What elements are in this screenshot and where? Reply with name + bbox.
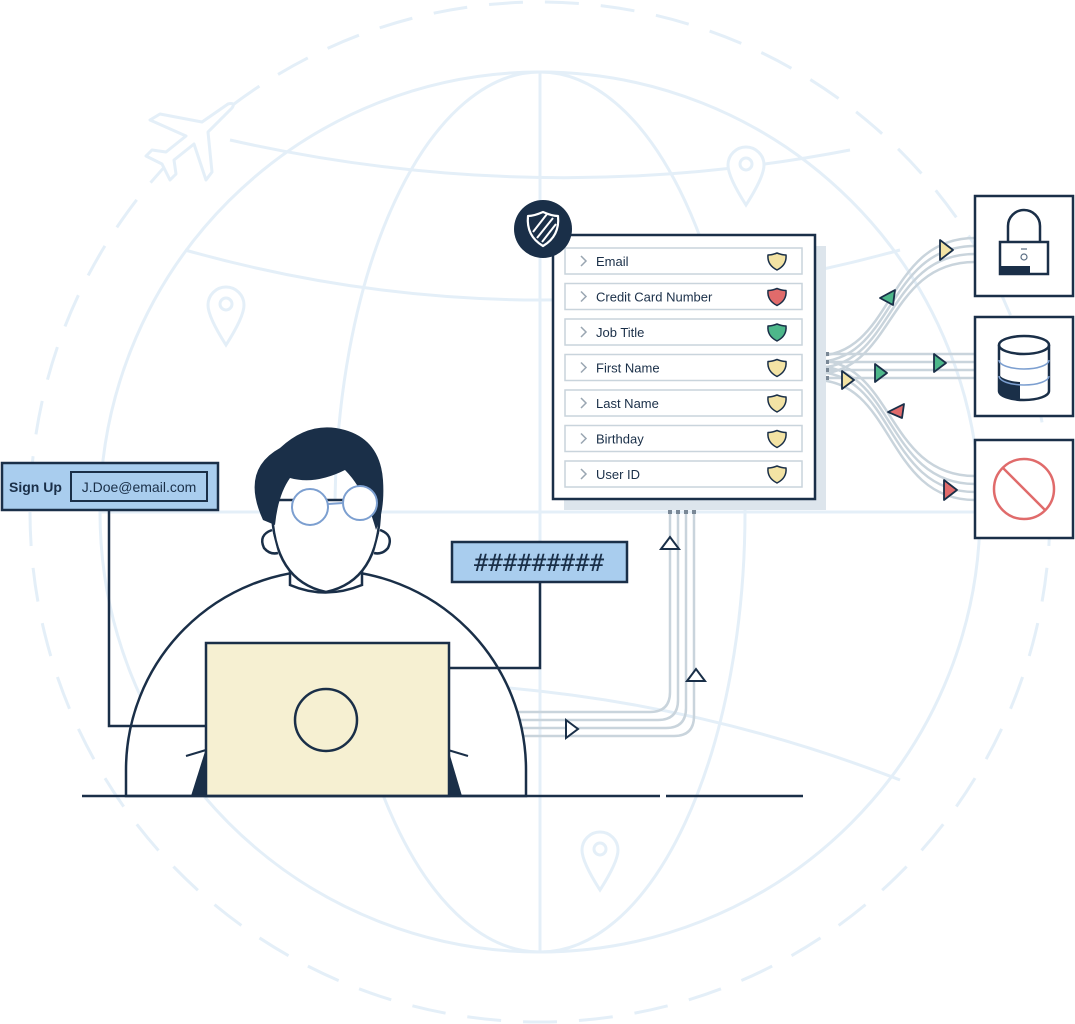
map-pin-icon (580, 830, 620, 893)
chevron-right-icon (580, 397, 588, 409)
data-pipes-laptop (450, 498, 696, 738)
person-hair (254, 427, 384, 530)
data-field-label: Email (596, 254, 629, 269)
shield-icon (526, 210, 560, 248)
data-field-label: First Name (596, 361, 660, 376)
data-field-row[interactable]: Email (564, 247, 803, 275)
sensitivity-shield-icon (767, 252, 787, 271)
input-connectors (107, 511, 542, 728)
signup-form[interactable]: Sign Up J.Doe@email.com (0, 461, 220, 512)
sensitivity-shield-icon (767, 358, 787, 378)
database-icon (997, 334, 1051, 402)
data-field-label: User ID (596, 467, 640, 482)
airplane-icon (144, 102, 235, 182)
data-field-label: Credit Card Number (596, 290, 713, 305)
data-field-row[interactable]: Birthday (564, 424, 803, 453)
destination-lock (973, 194, 1075, 298)
data-field-row[interactable]: Last Name (564, 389, 803, 417)
data-field-label: Job Title (596, 325, 644, 340)
security-shield-badge (514, 200, 572, 258)
data-pipes-destinations (814, 236, 976, 502)
sensitivity-shield-icon (767, 323, 787, 342)
data-field-row[interactable]: User ID (564, 460, 803, 488)
laptop (204, 641, 451, 798)
chevron-right-icon (580, 255, 588, 267)
glasses-icon (291, 485, 378, 526)
data-field-label: Last Name (596, 396, 659, 411)
map-pin-icon (206, 285, 246, 348)
lock-icon (998, 208, 1050, 276)
signup-label: Sign Up (9, 479, 62, 495)
sensitivity-shield-icon (767, 394, 787, 413)
chevron-right-icon (580, 361, 588, 374)
chevron-right-icon (580, 290, 588, 303)
globe-background (28, 0, 1052, 1024)
data-field-row[interactable]: Job Title (564, 318, 803, 346)
sensitivity-shield-icon (767, 429, 787, 449)
chevron-right-icon (580, 326, 588, 338)
person-head (270, 498, 382, 594)
flow-arrow (565, 535, 707, 740)
prohibited-icon (992, 457, 1056, 521)
destination-database (973, 315, 1075, 418)
password-masked-value: ######### (474, 549, 605, 577)
sensitivity-shield-icon (767, 287, 787, 307)
laptop-logo-icon (293, 687, 359, 753)
chevron-right-icon (580, 432, 588, 445)
data-field-row[interactable]: Credit Card Number (564, 282, 803, 311)
password-field[interactable]: ######### (450, 540, 629, 584)
data-field-label: Birthday (596, 432, 644, 447)
chevron-right-icon (580, 468, 588, 480)
map-pin-icon (726, 145, 766, 208)
flow-arrow (841, 239, 958, 501)
data-field-row[interactable]: First Name (564, 353, 803, 382)
email-field-value: J.Doe@email.com (82, 479, 197, 495)
destination-blocked (973, 438, 1075, 540)
email-field[interactable] (70, 471, 208, 502)
sensitivity-shield-icon (767, 465, 787, 484)
